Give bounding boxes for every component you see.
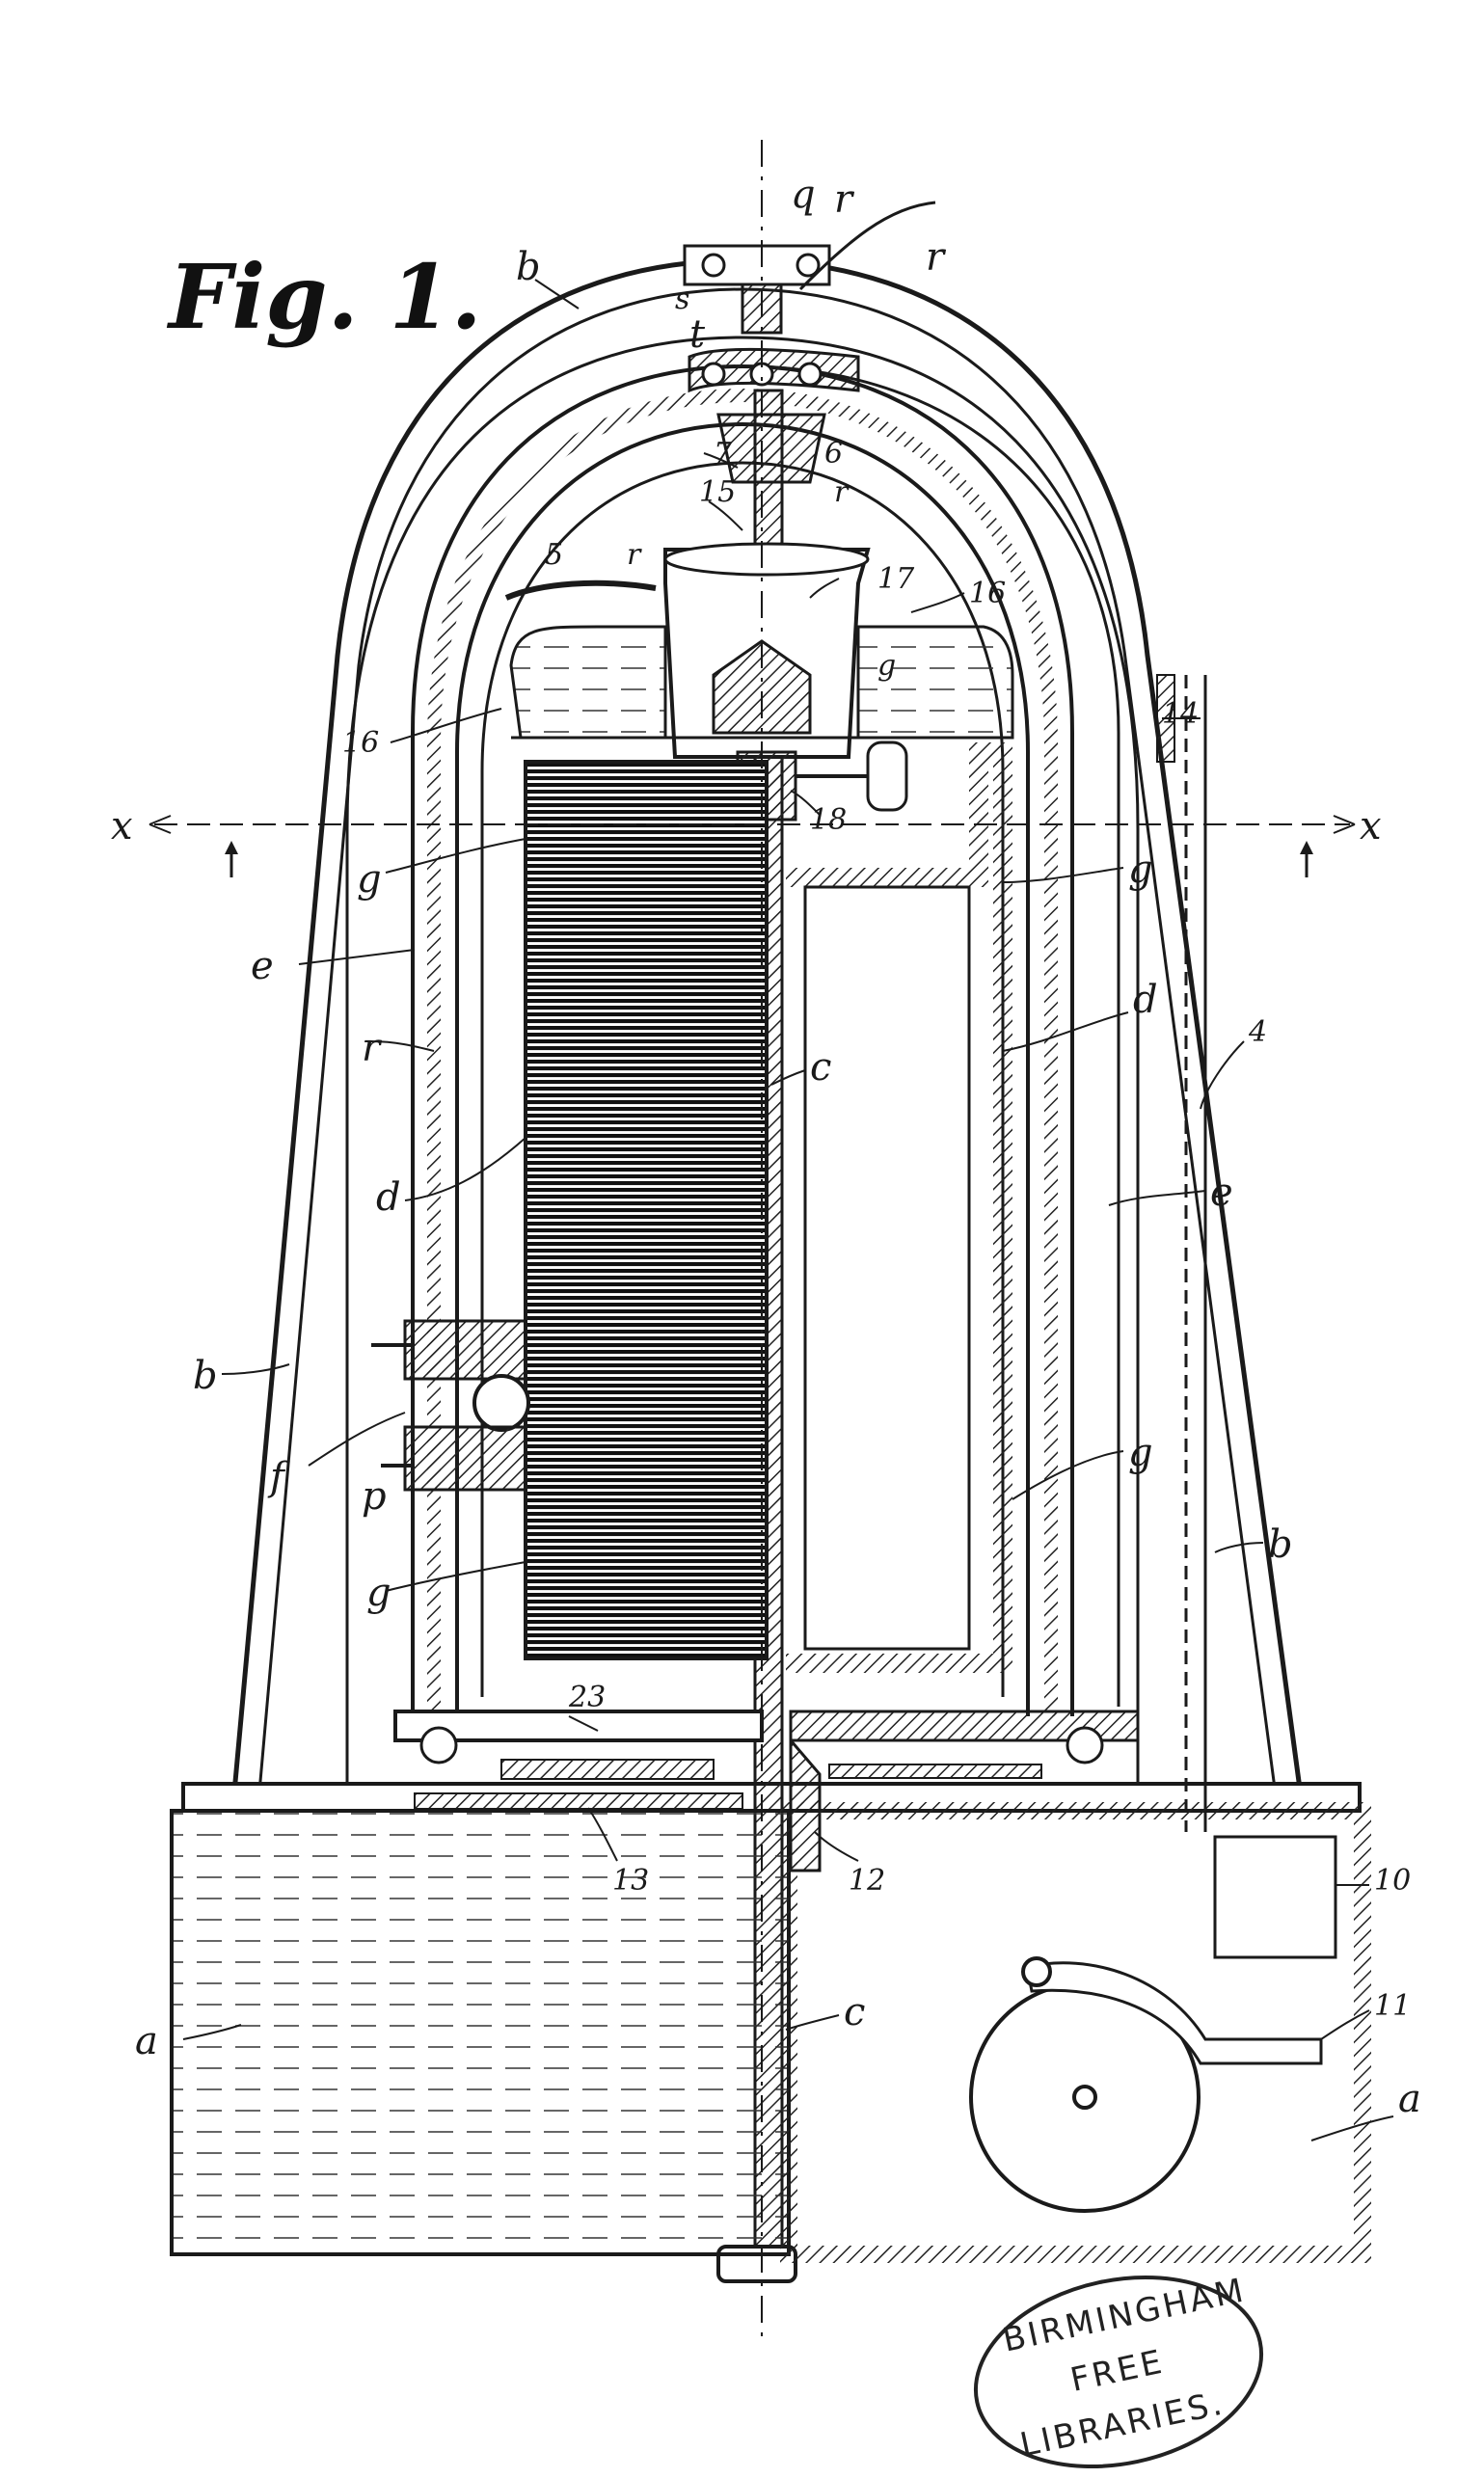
- section-marker-left: x: [111, 804, 133, 848]
- label-r-top: r: [834, 177, 855, 222]
- label-r-left: r: [362, 1026, 383, 1070]
- label-23: 23: [568, 1681, 606, 1714]
- label-c-upper: c: [810, 1045, 831, 1090]
- contact-rod-14: [1157, 675, 1205, 1832]
- label-p: p: [362, 1474, 387, 1519]
- label-g-upper-left: g: [357, 857, 382, 902]
- label-q: q: [791, 173, 816, 217]
- label-s: s: [675, 283, 689, 316]
- stamp-line2: FREE: [1067, 2342, 1168, 2400]
- label-g-mid-right: g: [1128, 1431, 1153, 1475]
- library-stamp: BIRMINGHAM FREE LIBRARIES.: [958, 2252, 1280, 2478]
- label-11: 11: [1374, 1989, 1411, 2023]
- label-r-inner: r: [834, 475, 850, 509]
- label-10: 10: [1374, 1864, 1411, 1898]
- label-13: 13: [612, 1864, 649, 1898]
- label-18: 18: [810, 803, 847, 837]
- contact-device: [371, 1321, 528, 1490]
- label-16-right: 16: [969, 577, 1006, 610]
- rotating-frame: [786, 752, 1003, 1663]
- label-t: t: [689, 312, 706, 357]
- label-d-right: d: [1133, 978, 1158, 1022]
- stamp-line3: LIBRARIES.: [1017, 2384, 1228, 2465]
- figure-title: Fig. 1.: [166, 245, 482, 349]
- label-g-lower-left: g: [366, 1571, 391, 1615]
- label-17: 17: [877, 562, 915, 596]
- label-4: 4: [1248, 1015, 1267, 1049]
- alarm-bell: [971, 1958, 1321, 2211]
- coil-cylinder: [526, 762, 767, 1658]
- label-r-top2: r: [926, 235, 947, 280]
- stamp-line1: BIRMINGHAM: [1000, 2271, 1250, 2359]
- label-6: 6: [824, 437, 843, 471]
- label-c-lower: c: [844, 1990, 865, 2034]
- section-marker-right: x: [1360, 804, 1382, 848]
- label-e-right: e: [1210, 1171, 1233, 1215]
- label-e-left: e: [251, 944, 274, 988]
- label-a-left: a: [135, 2019, 158, 2063]
- label-16-left: 16: [342, 726, 379, 760]
- label-15: 15: [699, 475, 736, 509]
- label-r-bracket: r: [627, 538, 642, 572]
- label-g-inner: g: [877, 649, 896, 683]
- label-g-upper-right: g: [1128, 848, 1153, 892]
- label-a-right: a: [1398, 2077, 1421, 2121]
- label-7: 7: [714, 437, 733, 471]
- label-12: 12: [849, 1864, 885, 1898]
- label-d-left: d: [376, 1175, 401, 1220]
- label-b-left: b: [193, 1354, 218, 1398]
- label-b-right: b: [1268, 1522, 1293, 1567]
- crown-assembly: [685, 202, 935, 391]
- label-14: 14: [1162, 697, 1199, 731]
- label-5: 5: [545, 538, 563, 572]
- label-b-top: b: [516, 245, 541, 289]
